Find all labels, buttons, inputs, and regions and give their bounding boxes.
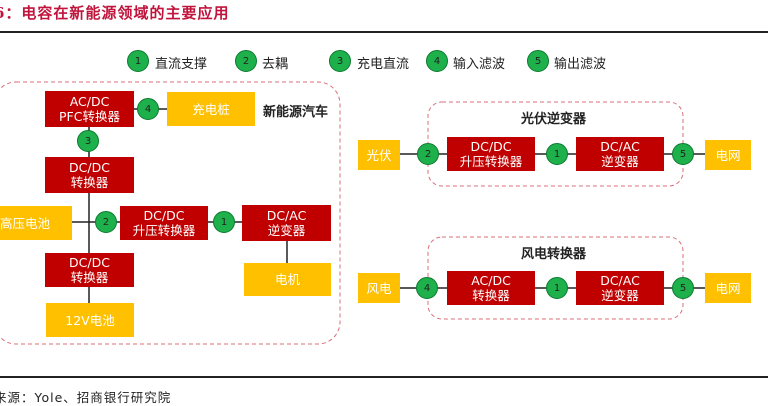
pv-source-box: 光伏	[358, 140, 400, 170]
legend-label-output-filter: 输出滤波	[554, 57, 607, 72]
pv-grid-box: 电网	[705, 140, 751, 170]
wind-converter-box: AC/DC 转换器	[447, 271, 535, 305]
legend-label-charging-dc: 充电直流	[357, 57, 410, 72]
dcdc-converter-bottom-box: DC/DC 转换器	[45, 253, 134, 287]
legend-marker-5: 5	[527, 50, 549, 72]
legend-label-decoupling: 去耦	[262, 57, 289, 72]
lv-battery-box: 12V电池	[46, 303, 134, 337]
bottom-divider	[0, 376, 768, 378]
capacitor-marker-3: 3	[77, 130, 99, 152]
legend-marker-3: 3	[329, 50, 351, 72]
hv-battery-box: 高压电池	[0, 206, 72, 240]
top-divider	[0, 31, 768, 33]
capacitor-marker-4: 4	[137, 98, 159, 120]
capacitor-marker-2: 2	[95, 211, 117, 233]
capacitor-marker-4: 4	[416, 277, 438, 299]
ev-group-title: 新能源汽车	[263, 105, 329, 120]
capacitor-marker-2: 2	[417, 143, 439, 165]
legend-marker-2: 2	[235, 50, 257, 72]
pv-boost-converter-box: DC/DC 升压转换器	[447, 137, 535, 171]
source-note: 来源：Yole、招商银行研究院	[0, 390, 172, 405]
pv-inverter-box: DC/AC 逆变器	[576, 137, 664, 171]
wind-source-box: 风电	[358, 273, 400, 303]
charger-box: 充电桩	[167, 92, 255, 126]
capacitor-marker-5: 5	[672, 143, 694, 165]
wind-group-title: 风电转换器	[521, 247, 587, 262]
pfc-converter-box: AC/DC PFC转换器	[45, 91, 134, 127]
capacitor-marker-1: 1	[546, 143, 568, 165]
capacitor-marker-1: 1	[213, 211, 235, 233]
dcdc-converter-top-box: DC/DC 转换器	[45, 157, 134, 193]
legend-marker-1: 1	[127, 50, 149, 72]
inverter-box: DC/AC 逆变器	[242, 205, 331, 241]
legend-marker-4: 4	[426, 50, 448, 72]
wind-grid-box: 电网	[705, 273, 751, 303]
pv-group-title: 光伏逆变器	[521, 112, 587, 127]
capacitor-marker-1: 1	[546, 277, 568, 299]
ev-group-border	[0, 81, 341, 345]
capacitor-marker-5: 5	[672, 277, 694, 299]
legend-label-input-filter: 输入滤波	[453, 57, 506, 72]
legend-label-dc-support: 直流支撑	[155, 57, 208, 72]
figure-title: 6：电容在新能源领域的主要应用	[0, 4, 230, 22]
wind-inverter-box: DC/AC 逆变器	[576, 271, 664, 305]
motor-box: 电机	[244, 263, 331, 296]
boost-converter-box: DC/DC 升压转换器	[120, 206, 208, 240]
